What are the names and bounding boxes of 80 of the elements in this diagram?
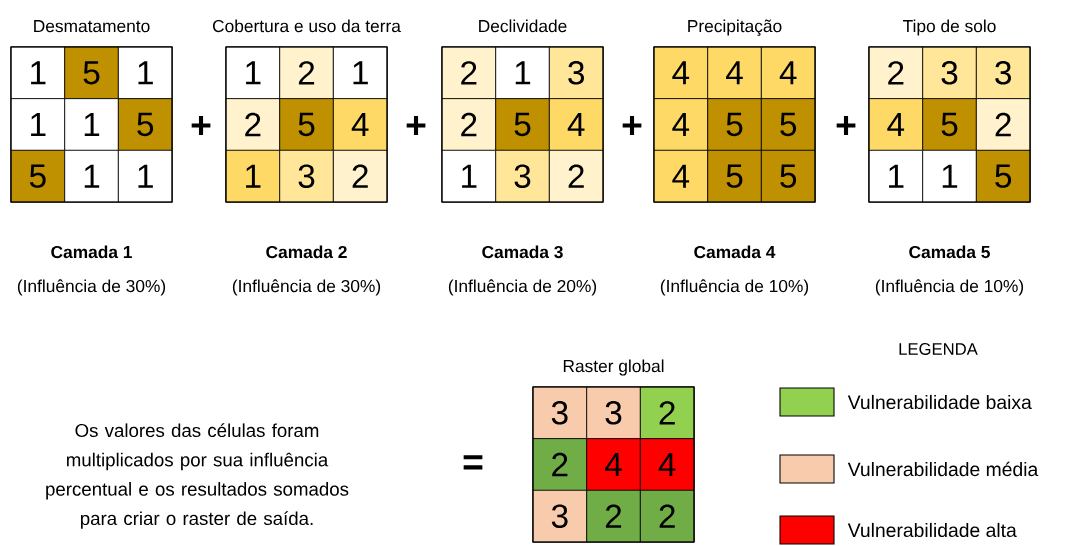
grid-cell: 1 — [922, 149, 977, 203]
node-label: Declividade — [479, 19, 567, 33]
grid-cell: 2 — [976, 98, 1031, 151]
layer-title: Camada 4 — [694, 245, 776, 259]
grid-cell: 3 — [532, 386, 587, 440]
influence-text: (Influência de 30%) — [232, 279, 381, 296]
grid-cell: 3 — [976, 46, 1031, 100]
grid-cell: 1 — [64, 98, 119, 151]
grid-cell: 4 — [333, 98, 388, 151]
grid-cell: 5 — [707, 98, 762, 151]
grid-cell: 2 — [640, 386, 695, 440]
grid-cell: 3 — [549, 46, 604, 100]
grid-cell: 5 — [64, 46, 119, 100]
node-label: Precipitação — [688, 19, 782, 36]
grid-cell: 2 — [441, 98, 496, 151]
grid-cell: 4 — [868, 98, 923, 151]
grid-cell: 2 — [640, 489, 695, 543]
influence-text: (Influência de 10%) — [875, 279, 1024, 296]
grid-cell: 1 — [118, 46, 173, 100]
grid-cell: 4 — [707, 46, 762, 100]
grid-cell: 5 — [761, 149, 816, 203]
grid-cell: 2 — [549, 149, 604, 203]
grid-cell: 4 — [586, 438, 641, 491]
grid-cell: 1 — [10, 46, 65, 100]
grid-cell: 3 — [279, 149, 334, 203]
grid-cell: 5 — [279, 98, 334, 151]
grid-cell: 5 — [118, 98, 173, 151]
operator-sign: + — [836, 116, 856, 135]
node-label: Raster global — [563, 359, 664, 376]
grid-cell: 1 — [868, 149, 923, 203]
legend-text: Vulnerabilidade alta — [847, 522, 1017, 538]
legend-text: Vulnerabilidade baixa — [847, 394, 1032, 410]
node-label: Desmatamento — [34, 20, 150, 33]
operator-sign: + — [191, 116, 211, 135]
influence-text: (Influência de 30%) — [17, 279, 166, 296]
grid-cell: 1 — [225, 149, 280, 203]
grid-cell: 3 — [495, 149, 550, 203]
grid-cell: 1 — [441, 149, 496, 203]
grid-cell: 3 — [532, 489, 587, 543]
grid-cell: 5 — [976, 149, 1031, 203]
grid-cell: 3 — [586, 386, 641, 440]
layer-title: Camada 5 — [909, 245, 990, 259]
layer-title: Camada 3 — [482, 245, 563, 259]
grid-cell: 4 — [653, 149, 708, 203]
grid-cell: 2 — [279, 46, 334, 100]
grid-cell: 4 — [761, 46, 816, 100]
layer-title: Camada 1 — [51, 245, 132, 259]
grid-cell: 1 — [10, 98, 65, 151]
legend-text: Vulnerabilidade média — [847, 461, 1039, 477]
grid-cell: 2 — [333, 149, 388, 203]
influence-text: (Influência de 20%) — [448, 279, 597, 296]
grid-cell: 5 — [707, 149, 762, 203]
legend-heading: LEGENDA — [899, 343, 978, 355]
grid-cell: 4 — [640, 438, 695, 491]
operator-sign: + — [622, 116, 642, 135]
grid-cell: 4 — [653, 46, 708, 100]
grid-cell: 2 — [868, 46, 923, 100]
grid-cell: 1 — [118, 149, 173, 203]
layer-title: Camada 2 — [266, 245, 347, 259]
grid-cell: 5 — [10, 149, 65, 203]
grid-cell: 2 — [441, 46, 496, 100]
node-label: Cobertura e uso da terra — [212, 19, 401, 33]
grid-cell: 5 — [922, 98, 977, 151]
grid-cell: 1 — [64, 149, 119, 203]
grid-cell: 1 — [225, 46, 280, 100]
grid-cell: 1 — [333, 46, 388, 100]
grid-cell: 4 — [549, 98, 604, 151]
grid-cell: 5 — [495, 98, 550, 151]
note-text: Os valores das células foram multiplicados por sua influência percentual e os resultados somados para criar o raster de saída. — [46, 423, 349, 529]
operator-sign: + — [406, 116, 426, 135]
influence-text: (Influência de 10%) — [660, 279, 809, 296]
grid-cell: 2 — [225, 98, 280, 151]
grid-cell: 4 — [653, 98, 708, 151]
grid-cell: 2 — [586, 489, 641, 543]
grid-cell: 1 — [495, 46, 550, 100]
grid-cell: 3 — [922, 46, 977, 100]
grid-cell: 5 — [761, 98, 816, 151]
operator-sign: = — [463, 455, 483, 470]
node-label: Tipo de solo — [903, 19, 996, 36]
grid-cell: 2 — [532, 438, 587, 491]
